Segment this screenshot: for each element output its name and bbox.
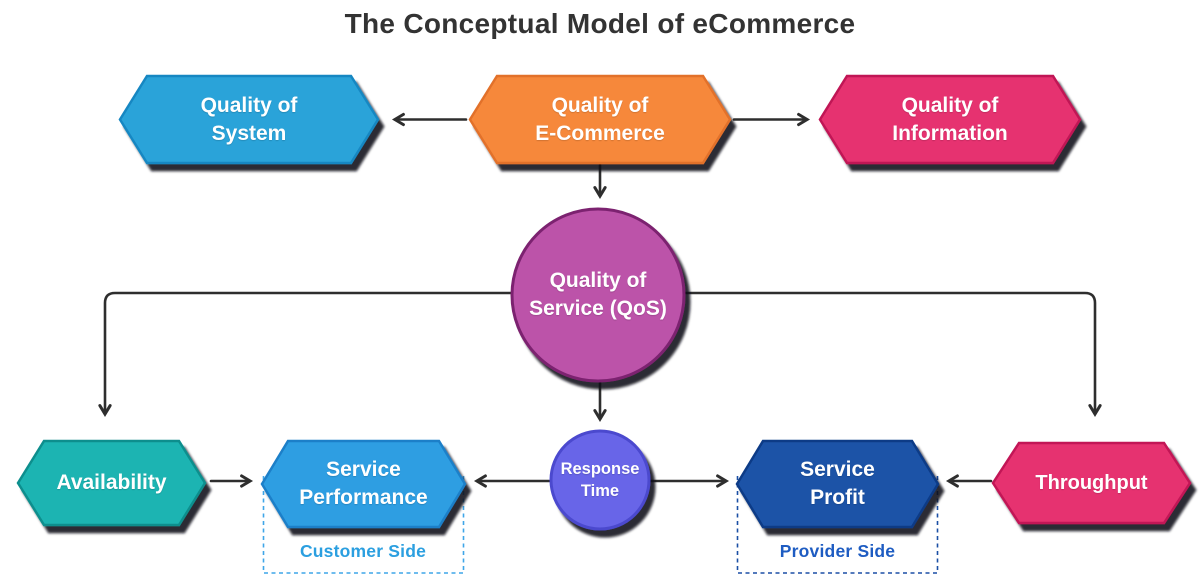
node-service-performance (260, 439, 467, 529)
node-quality-of-ecommerce (468, 74, 732, 165)
node-availability (16, 439, 207, 527)
arrow-qos-to-throughput (681, 291, 1102, 418)
node-service-profit (735, 439, 940, 529)
node-throughput (991, 441, 1192, 525)
node-quality-of-system (118, 74, 380, 165)
arrow-qos-to-availability (98, 291, 515, 418)
diagram-title: The Conceptual Model of eCommerce (344, 8, 856, 39)
node-quality-of-information (818, 74, 1082, 165)
provider-side-group-box (736, 476, 939, 574)
node-response-time (549, 429, 651, 531)
customer-side-group-box (262, 476, 465, 574)
node-quality-of-service (510, 207, 686, 383)
